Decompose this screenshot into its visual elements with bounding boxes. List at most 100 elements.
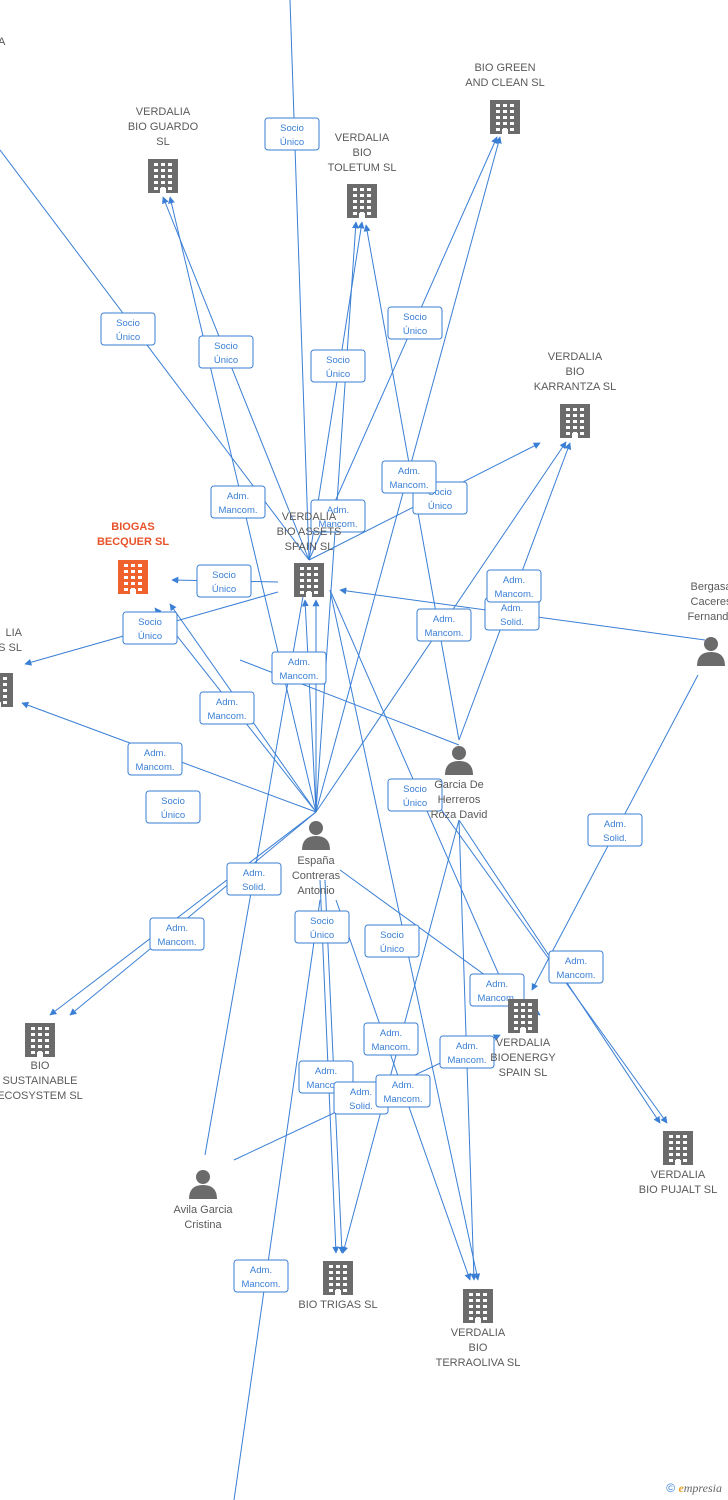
relation-label: Socio [428,487,452,498]
relation-badge[interactable]: Adm.Mancom. [233,1259,289,1293]
relation-label: Adm. [486,979,508,990]
relation-label: Mancom. [218,505,257,516]
relation-label: Socio [212,570,236,581]
relation-label: Adm. [433,614,455,625]
node-top-left-fragment[interactable]: A [0,36,6,48]
relation-label: Adm. [243,868,265,879]
relation-label: Adm. [350,1087,372,1098]
relation-label: Adm. [166,923,188,934]
relation-label: Adm. [327,505,349,516]
relation-label: Mancom. [135,762,174,773]
relation-badge[interactable]: Adm. Mancom. [416,608,472,642]
relation-badge[interactable]: Adm.Mancom. [271,651,327,685]
building-icon [663,1131,693,1165]
relation-label: Único [380,944,404,955]
relation-badge[interactable]: Adm.Mancom. [199,691,255,725]
node-label: AND CLEAN SL [465,77,544,89]
node-bio-trigas[interactable]: BIO TRIGAS SL [298,1261,378,1311]
relation-label: Mancom. [318,519,357,530]
node-label: BIO ASSETS [277,526,342,538]
relation-badge[interactable]: Adm.Mancom. [439,1035,495,1069]
relation-label: Socio [403,784,427,795]
relation-label: Adm. [144,748,166,759]
edge-line [289,0,310,561]
node-label: Herreros [438,794,481,806]
relation-label: Socio [214,341,238,352]
relation-badge[interactable]: Adm. Mancom. [310,499,366,533]
node-label: BIO [31,1060,50,1072]
node-label: BIO [566,366,585,378]
relation-badge[interactable]: Adm.Mancom. [548,950,604,984]
relation-badge[interactable]: Adm.Mancom. [381,460,437,494]
relation-label: Socio [138,617,162,628]
relation-label: Adm. [227,491,249,502]
relation-badge[interactable]: Adm. Mancom. [469,973,525,1007]
node-bergasa[interactable]: BergasaCaceresFernando [687,581,728,666]
relation-badge[interactable]: Adm. Mancom. [210,485,266,519]
relation-badge[interactable]: Adm.Mancom. [149,917,205,951]
relation-label: Socio [403,312,427,323]
relation-label: Adm. [503,575,525,586]
relation-label: Único [138,631,162,642]
relation-badge[interactable]: Adm.Solid. [226,862,282,896]
relation-label: Único [428,501,452,512]
node-label: España [297,855,335,867]
node-label: VERDALIA [451,1327,506,1339]
relation-label: Adm. [288,657,310,668]
node-label: VERDALIA [335,132,390,144]
relation-badge[interactable]: Adm. Mancom. [363,1022,419,1056]
relation-label: Socio [116,318,140,329]
building-icon [560,404,590,438]
node-label: Bergasa [691,581,728,593]
relation-label: Mancom. [477,993,516,1004]
relation-badge[interactable]: Adm.Solid. [484,597,540,631]
relation-label: Mancom. [306,1080,345,1091]
relation-badge[interactable]: Adm.Solid. [587,813,643,847]
relation-badge[interactable]: Adm.Mancom. [375,1074,431,1108]
node-label: VERDALIA [651,1169,706,1181]
node-label: ECOSYSTEM SL [0,1090,83,1102]
building-focus-icon [118,560,148,594]
relation-label: Mancom. [424,628,463,639]
relation-label: Mancom. [371,1042,410,1053]
edge-line [49,811,317,1016]
node-label: Antonio [297,885,334,897]
brand-logo[interactable]: empresia [678,1481,722,1495]
relation-label: Adm. [380,1028,402,1039]
edge-line [301,599,317,813]
node-label: VERDALIA [282,511,337,523]
relation-label: Adm. [250,1265,272,1276]
node-label: Avila Garcia [173,1204,233,1216]
relation-label: Solid. [349,1101,373,1112]
relation-badge[interactable]: Adm.Mancom. [486,569,542,603]
node-label: VERDALIA [548,351,603,363]
relation-badge[interactable]: Adm. Mancom. [127,742,183,776]
relation-label: Mancom. [383,1094,422,1105]
